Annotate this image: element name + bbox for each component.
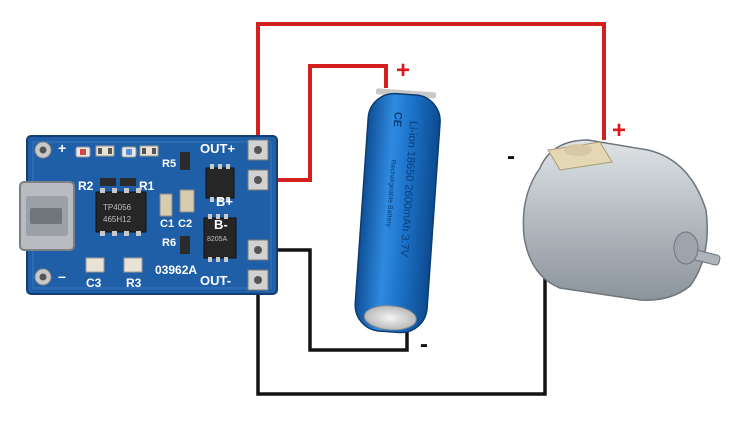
battery-minus-mark: -: [420, 331, 428, 358]
label-r2: R2: [78, 179, 94, 193]
wire-out-plus-to-motor-plus: [256, 22, 606, 150]
pad-out-minus[interactable]: [247, 269, 269, 291]
label-r5: R5: [162, 158, 176, 170]
pcb-minus-mark: –: [58, 268, 66, 284]
label-r6: R6: [162, 237, 176, 249]
battery-negative-end: [363, 305, 417, 331]
label-b-plus: B+: [216, 194, 233, 209]
pad-out-plus[interactable]: [247, 139, 269, 161]
dc-motor: [522, 139, 721, 301]
pad-b-plus[interactable]: [247, 169, 269, 191]
mosfet-ic: [203, 217, 237, 259]
wires: [256, 22, 606, 396]
charger-module: + – R2 R1 TP4056 465H12: [19, 135, 278, 295]
board-code: 03962A: [155, 263, 197, 277]
battery-plus-mark: +: [396, 57, 410, 84]
label-b-minus: B-: [214, 217, 228, 232]
chip-marking-1: TP4056: [103, 203, 132, 212]
mosfet-marking: 8205A: [207, 236, 228, 243]
battery-ce-mark: CE: [391, 111, 404, 127]
label-c3: C3: [86, 276, 102, 290]
pcb-plus-mark: +: [58, 140, 66, 156]
wire-out-minus-to-motor-minus: [256, 172, 547, 396]
motor-minus-mark: -: [507, 143, 515, 170]
battery-text-2: Rechargeable Battery: [385, 159, 397, 228]
label-r3: R3: [126, 276, 142, 290]
wire-b-plus-to-battery-plus: [258, 64, 388, 182]
pad-b-minus[interactable]: [247, 239, 269, 261]
protection-ic: [205, 167, 235, 199]
label-c2: C2: [178, 218, 192, 230]
tp4056-chip: TP4056 465H12: [95, 188, 147, 236]
label-out-plus: OUT+: [200, 141, 235, 156]
battery-18650: Li-ion 18650 2600mAh 3.7V Rechargeable B…: [354, 88, 441, 334]
wire-b-minus-to-battery-minus: [258, 248, 409, 352]
label-c1: C1: [160, 218, 174, 230]
label-r1: R1: [139, 179, 155, 193]
label-out-minus: OUT-: [200, 273, 231, 288]
motor-plus-mark: +: [612, 117, 626, 144]
chip-marking-2: 465H12: [103, 215, 132, 224]
